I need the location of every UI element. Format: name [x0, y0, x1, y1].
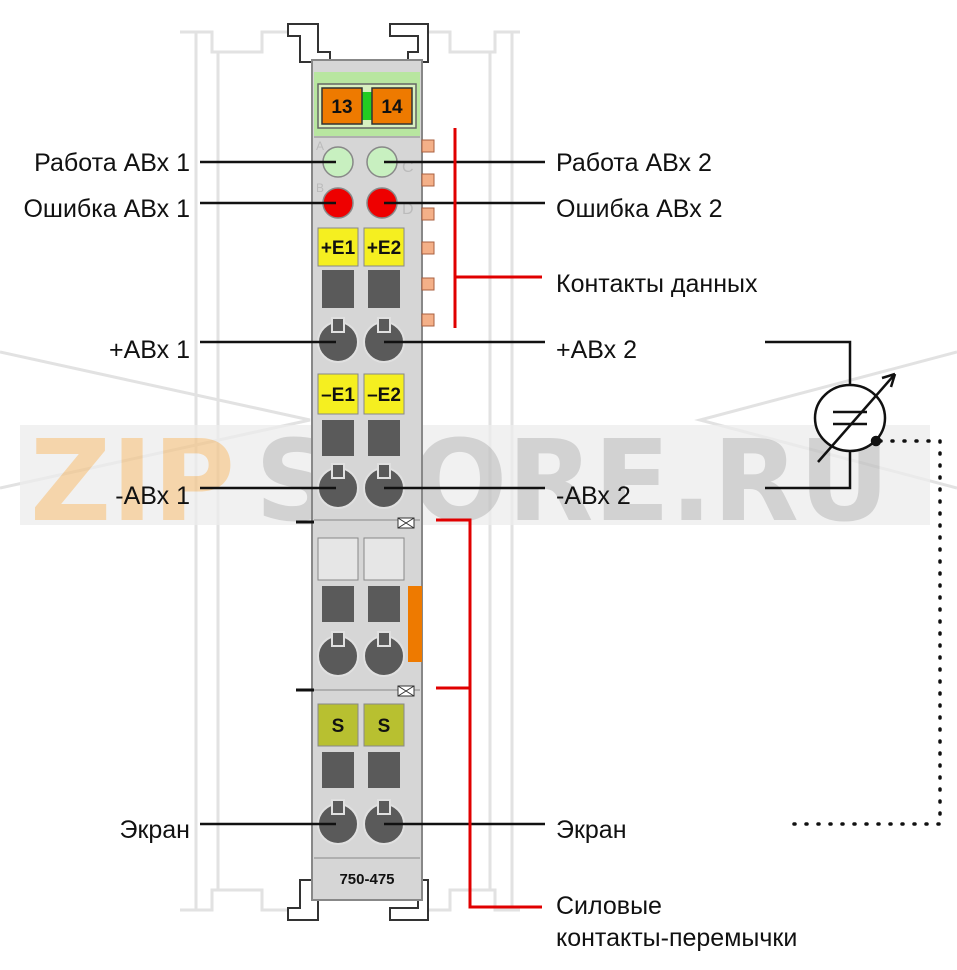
release-slots: [322, 270, 400, 788]
terminal-13-label: 13: [331, 97, 352, 118]
shield-dotted-wire: [783, 439, 942, 826]
top-terminal-13: 13: [321, 87, 363, 125]
tag-shield-1-text: S: [332, 716, 345, 737]
tag-plus-e2: +E2: [363, 227, 405, 267]
label-plus-2: +АВх 2: [556, 336, 637, 364]
data-contacts-bracket: [453, 128, 542, 328]
tag-plus-e2-text: +E2: [367, 238, 401, 259]
led-letter-d: D: [402, 201, 414, 218]
power-contacts-bracket: [436, 518, 542, 909]
clamp-mid-1: [317, 631, 359, 677]
power-jumper-contact: [408, 586, 422, 662]
label-minus-2: -АВх 2: [556, 482, 631, 510]
led-letter-b: B: [316, 181, 324, 195]
watermark-text-zip: ZIP: [30, 417, 235, 547]
blank-panels: [317, 537, 405, 581]
sensor-symbol: [765, 340, 897, 490]
clamp-plus-1: [317, 317, 359, 363]
tag-shield-2: S: [363, 703, 405, 747]
label-error-2: Ошибка АВх 2: [556, 195, 723, 223]
label-screen-1: Экран: [119, 816, 190, 844]
tag-minus-e2-text: –E2: [367, 385, 401, 406]
model-number: 750-475: [339, 871, 394, 888]
tag-shield-1: S: [317, 703, 359, 747]
led-letter-a: A: [316, 139, 324, 153]
top-terminal-14: 14: [371, 87, 413, 125]
clamp-mid-2: [363, 631, 405, 677]
clamp-shield-1: [317, 799, 359, 845]
label-run-1: Работа АВх 1: [34, 149, 190, 177]
label-run-2: Работа АВх 2: [556, 149, 712, 177]
label-error-1: Ошибка АВх 1: [23, 195, 190, 223]
label-minus-1: -АВх 1: [115, 482, 190, 510]
label-screen-2: Экран: [556, 816, 627, 844]
label-power-contacts-line1: Силовые: [556, 892, 662, 920]
terminal-14-label: 14: [381, 97, 403, 118]
label-data-contacts: Контакты данных: [556, 270, 758, 298]
label-plus-1: +АВх 1: [109, 336, 190, 364]
leader-lines: [200, 160, 545, 826]
tag-shield-2-text: S: [378, 716, 391, 737]
tag-minus-e2: –E2: [363, 373, 405, 415]
label-power-contacts-line2: контакты-перемычки: [556, 924, 797, 952]
tag-plus-e1-text: +E1: [321, 238, 356, 259]
led-letters: A B C D: [316, 139, 414, 218]
tag-plus-e1: +E1: [317, 227, 359, 267]
clamp-minus-1: [317, 463, 359, 509]
tag-minus-e1: –E1: [317, 373, 359, 415]
data-contact-pads: [421, 139, 435, 327]
led-letter-c: C: [402, 159, 414, 176]
tag-minus-e1-text: –E1: [321, 385, 355, 406]
